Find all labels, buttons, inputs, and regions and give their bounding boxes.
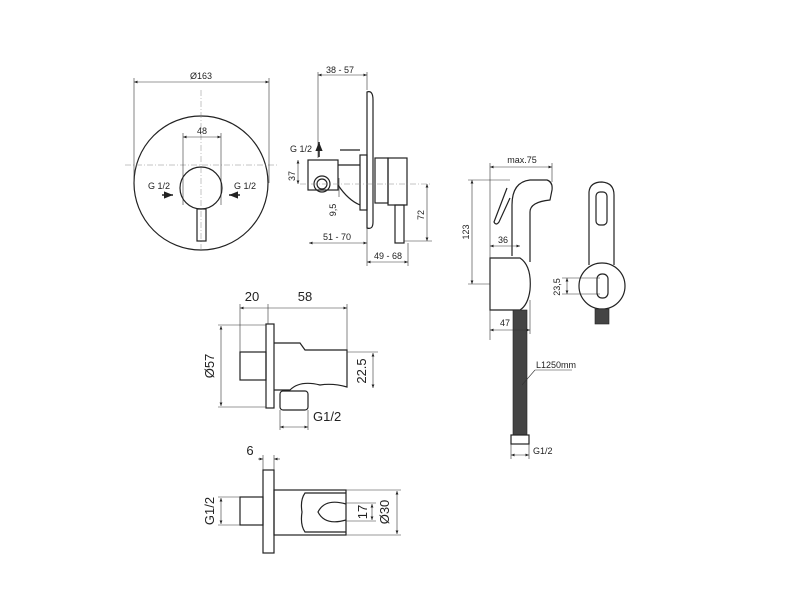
dim-diameter-57: Ø57	[202, 354, 217, 379]
dim-height-123: 123	[461, 224, 471, 239]
wall-outlet-side-view: 20 58 Ø57 22.5 G1/2	[202, 289, 378, 430]
outlet-label: G 1/2	[290, 144, 312, 154]
hand-shower-view: max.75 123 36 47 L1250mm G1/2 23,5	[461, 155, 626, 459]
dim-front-diameter: Ø163	[190, 71, 212, 81]
dim-length-58: 58	[298, 289, 312, 304]
dim-body-depth: 51 - 70	[323, 232, 351, 242]
inlet-right-label: G 1/2	[234, 181, 256, 191]
hose-length-label: L1250mm	[536, 360, 576, 370]
wall-outlet-top-view: 6 G1/2 17 Ø30	[202, 443, 401, 554]
dim-plate-6: 6	[246, 443, 253, 458]
dim-handle-depth: 49 - 68	[374, 251, 402, 261]
dim-holder-width: 47	[500, 318, 510, 328]
dim-depth-range: 38 - 57	[326, 65, 354, 75]
dim-height-37: 37	[287, 171, 297, 181]
top-thread-label: G1/2	[202, 497, 217, 525]
dim-offset: 9,5	[328, 204, 338, 217]
hose-thread-label: G1/2	[533, 446, 553, 456]
front-view: Ø163 48 G 1/2 G 1/2	[125, 71, 278, 251]
dim-front-spacing: 48	[197, 126, 207, 136]
outlet-thread-label: G1/2	[313, 409, 341, 424]
side-view: 38 - 57 G 1/2 37 9,5 51 - 70 72 49 - 68	[287, 65, 432, 266]
dim-slot-17: 17	[355, 505, 370, 519]
dim-plate-20: 20	[245, 289, 259, 304]
dim-offset-36: 36	[498, 235, 508, 245]
dim-max-width: max.75	[507, 155, 537, 165]
inlet-left-label: G 1/2	[148, 181, 170, 191]
dim-height-22-5: 22.5	[354, 358, 369, 383]
dim-handle-height: 72	[416, 210, 426, 220]
dim-diameter-30: Ø30	[377, 500, 392, 525]
dim-mount-spacing: 23,5	[552, 278, 562, 296]
